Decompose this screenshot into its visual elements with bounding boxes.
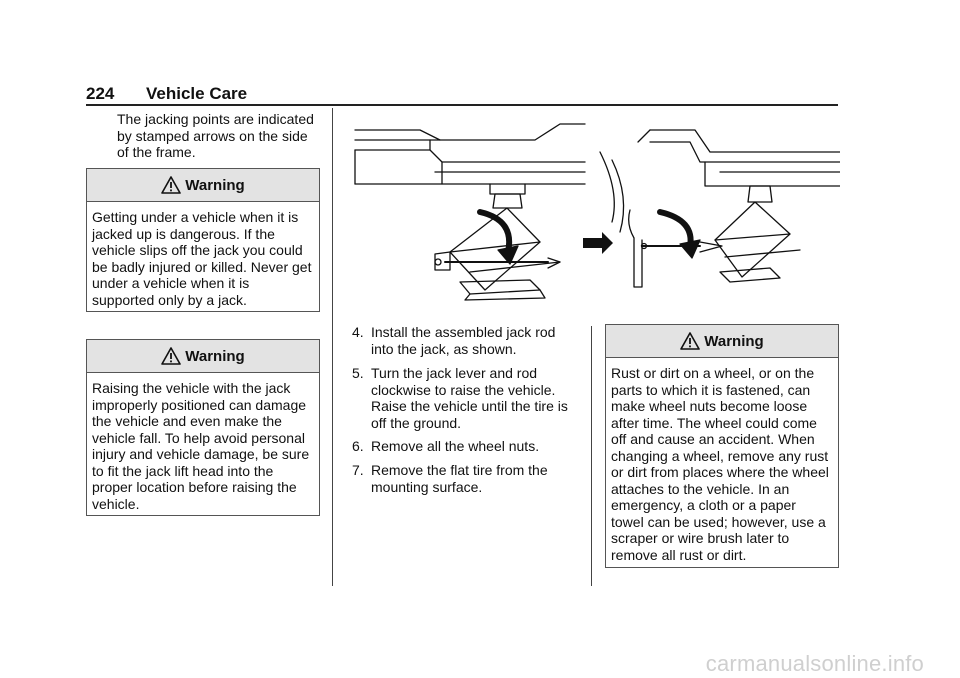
warning-text: Getting under a vehicle when it is jacke… — [92, 209, 312, 308]
warning-title: Warning — [185, 347, 245, 365]
step-text: Install the assembled jack rod into the … — [371, 324, 556, 357]
warning-header: Warning — [87, 340, 319, 373]
warning-triangle-icon — [680, 332, 701, 350]
warning-triangle-icon — [161, 176, 182, 194]
warning-title: Warning — [185, 176, 245, 194]
warning-box-3: Warning Rust or dirt on a wheel, or on t… — [605, 324, 839, 568]
column-divider-left — [332, 108, 333, 586]
warning-box-2: Warning Raising the vehicle with the jac… — [86, 339, 320, 516]
warning-title: Warning — [704, 332, 764, 350]
step-number: 7. — [352, 462, 364, 478]
step-text: Turn the jack lever and rod clockwise to… — [371, 365, 568, 431]
step-number: 4. — [352, 324, 364, 340]
warning-text: Raising the vehicle with the jack improp… — [92, 380, 310, 512]
step-number: 6. — [352, 438, 364, 454]
warning-box-1: Warning Getting under a vehicle when it … — [86, 168, 320, 312]
step-text: Remove the flat tire from the mounting s… — [371, 462, 548, 495]
header-rule — [86, 104, 838, 106]
intro-text: The jacking points are indicated by stam… — [117, 111, 314, 160]
column-divider-right — [591, 326, 592, 586]
step-number: 5. — [352, 365, 364, 381]
warning-text: Rust or dirt on a wheel, or on the parts… — [611, 365, 829, 563]
warning-header: Warning — [606, 325, 838, 358]
warning-triangle-icon — [161, 347, 182, 365]
step-text: Remove all the wheel nuts. — [371, 438, 540, 454]
watermark: carmanualsonline.info — [705, 651, 924, 676]
jack-installation-illustration — [354, 123, 840, 301]
section-title: Vehicle Care — [146, 84, 248, 103]
page-number: 224 — [86, 84, 115, 103]
warning-header: Warning — [87, 169, 319, 202]
